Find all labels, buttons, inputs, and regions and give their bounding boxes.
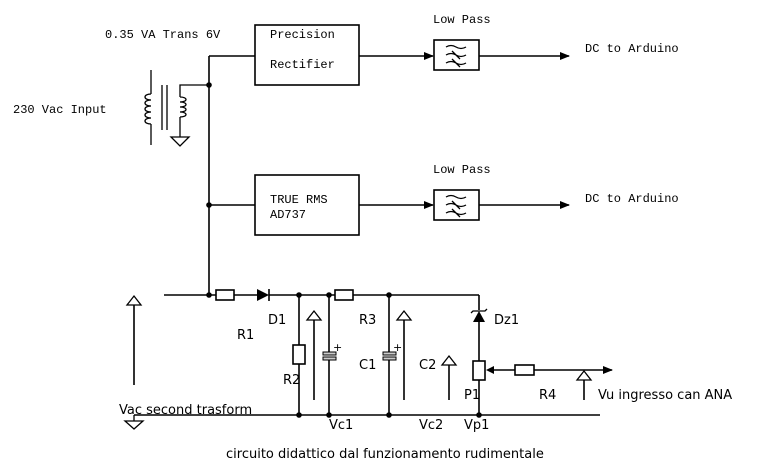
filter-label: Low Pass <box>433 163 491 177</box>
top-chain: Precision Rectifier Low Pass DC to Ardui… <box>209 13 679 86</box>
resistor-r4-icon <box>514 364 535 376</box>
secondary-lead-top <box>179 84 209 97</box>
component-label-d1: D1 <box>268 313 286 328</box>
input-label: 230 Vac Input <box>13 103 107 117</box>
output-label: DC to Arduino <box>585 42 679 56</box>
block-label: TRUE RMS <box>270 193 328 207</box>
component-label-r3: R3 <box>359 313 376 328</box>
transformer: 230 Vac Input 0.35 VA Trans 6V <box>13 28 221 147</box>
bottom-circuit: + + R1 D1 R2 R3 C1 C2 Dz1 P1 <box>119 289 732 433</box>
resistor-r1-icon <box>215 289 235 301</box>
low-pass-filter-icon <box>433 189 480 221</box>
voltage-label-vc2: Vc2 <box>419 418 443 433</box>
arrow-head-icon <box>575 369 593 381</box>
component-label-r4: R4 <box>539 388 556 403</box>
polarity-mark: + <box>393 341 402 354</box>
component-label-c1: C1 <box>359 358 376 373</box>
component-label-r1: R1 <box>237 328 254 343</box>
block-label: AD737 <box>270 208 306 222</box>
resistor-r2-icon <box>292 344 306 365</box>
junction-dot <box>206 82 212 88</box>
capacitor-plate <box>322 351 337 356</box>
junction-dot <box>206 292 212 298</box>
capacitor-plate <box>382 351 397 356</box>
precision-rectifier-block <box>254 24 360 86</box>
component-label-p1: P1 <box>464 388 480 403</box>
voltage-label-vc1: Vc1 <box>329 418 353 433</box>
component-label-c2: C2 <box>419 358 436 373</box>
component-label-dz1: Dz1 <box>494 313 519 328</box>
block-label: Precision <box>270 28 335 42</box>
resistor-r3-icon <box>334 289 354 301</box>
potentiometer-p1-icon <box>472 360 486 381</box>
caption: circuito didattico dal funzionamento rud… <box>226 447 544 462</box>
primary-coil-icon <box>144 93 152 125</box>
transformer-rating-label: 0.35 VA Trans 6V <box>105 28 221 42</box>
vac-label: Vac second trasform <box>119 403 252 418</box>
capacitor-plate <box>382 356 397 361</box>
zener-bar <box>470 308 488 314</box>
capacitor-plate <box>322 356 337 361</box>
output-label: DC to Arduino <box>585 192 679 206</box>
filter-label: Low Pass <box>433 13 491 27</box>
true-rms-block <box>254 174 360 236</box>
diode-d1-icon <box>257 289 269 301</box>
polarity-mark: + <box>333 341 342 354</box>
zener-dz1-icon <box>473 311 485 322</box>
arrow-head-icon <box>440 354 458 366</box>
ground-icon <box>123 420 145 430</box>
arrow-head-icon <box>305 309 323 321</box>
voltage-label-vu: Vu ingresso can ANA <box>598 388 732 403</box>
secondary-coil-icon <box>179 96 187 118</box>
voltage-label-vp1: Vp1 <box>464 418 489 433</box>
low-pass-filter-icon <box>433 39 480 71</box>
arrow-head-icon <box>125 294 143 306</box>
component-label-r2: R2 <box>283 373 300 388</box>
wiper-arrow-icon <box>486 366 494 374</box>
block-label: Rectifier <box>270 58 335 72</box>
arrow-head-icon <box>395 309 413 321</box>
middle-chain: TRUE RMS AD737 Low Pass DC to Arduino <box>209 163 679 236</box>
ground-icon <box>169 136 191 147</box>
